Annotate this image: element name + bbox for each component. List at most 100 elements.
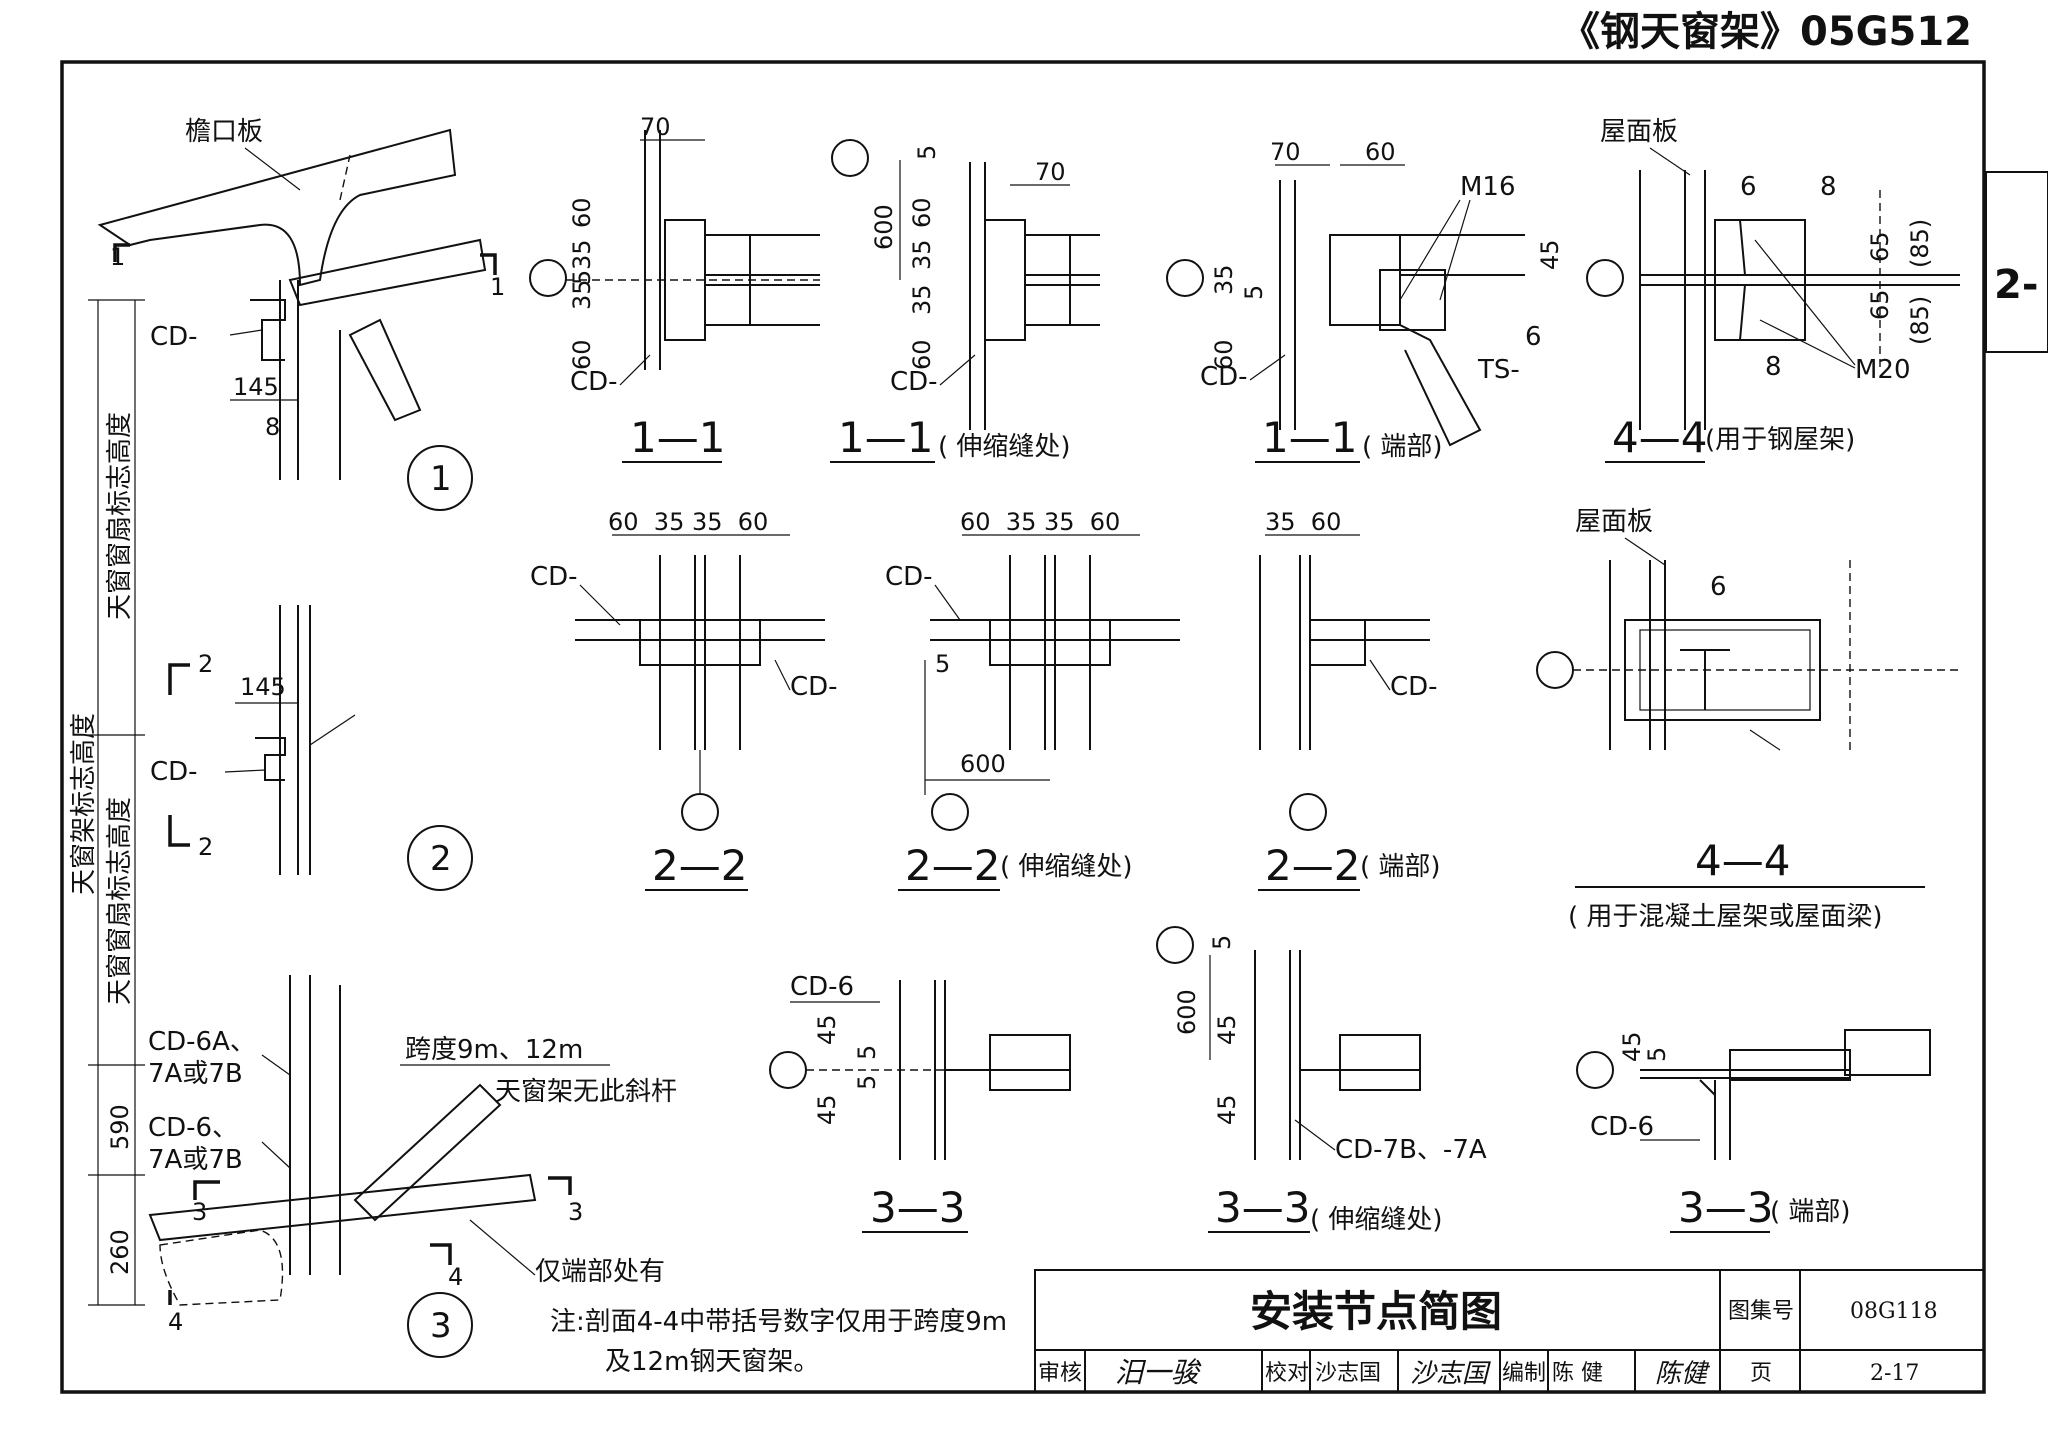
cd-label-1: CD- — [150, 322, 198, 352]
no-brace-note: 天窗架无此斜杆 — [495, 1077, 677, 1107]
dim-5a: 5 — [853, 1045, 881, 1060]
cd-label: CD-6 — [1590, 1112, 1654, 1142]
dim-45: 45 — [1618, 1031, 1646, 1062]
dim-65b: 65 — [1866, 289, 1894, 320]
section-label: 3—3 — [870, 1183, 965, 1232]
dim-65a: 65 — [1866, 231, 1894, 262]
drawing-title: 安装节点简图 — [1250, 1287, 1502, 1336]
dim-5b: 5 — [853, 1075, 881, 1090]
cd6-label: CD-6、 — [148, 1113, 238, 1143]
dim-85a: (85) — [1906, 219, 1934, 268]
section-caption: (用于钢屋架) — [1705, 425, 1855, 455]
dim-600: 600 — [870, 204, 898, 250]
check-sign: 沙志国 — [1410, 1359, 1491, 1389]
dim-45a: 45 — [813, 1014, 841, 1045]
dim-590: 590 — [106, 1104, 134, 1150]
weld-8b: 8 — [1765, 352, 1782, 382]
section-1-1: 70 60 35 5 35 60 CD- 1—1 — [529, 113, 820, 463]
dim-45: 45 — [1536, 239, 1564, 270]
section-label: 3—3 — [1215, 1183, 1310, 1232]
cd-label-b: CD- — [790, 672, 838, 702]
dim-60a: 60 — [568, 197, 596, 228]
roof-panel-label: 屋面板 — [1575, 507, 1653, 537]
dim-5: 5 — [935, 650, 950, 678]
section-label: 1—1 — [630, 413, 725, 462]
weld-6: 6 — [1740, 172, 1757, 202]
dim-35b: 35 — [908, 284, 936, 315]
dim-60b: 60 — [908, 339, 936, 370]
section-label: 2—2 — [1265, 841, 1360, 890]
dim-60b: 60 — [1210, 339, 1238, 370]
dim-85b: (85) — [1906, 296, 1934, 345]
check-label: 校对 — [1265, 1361, 1309, 1386]
dim-600: 600 — [1173, 989, 1201, 1035]
cd6a-label: CD-6A、 — [148, 1027, 256, 1057]
section-label: 1—1 — [838, 413, 933, 462]
dim-row: 60 35 35 60 — [608, 508, 768, 536]
cut-4-right: 4 — [448, 1263, 463, 1291]
page-label: 页 — [1750, 1361, 1772, 1386]
dim-35a: 35 — [908, 239, 936, 270]
section-3-3-joint: 5 600 45 45 CD-7B、-7A 3—3 ( 伸缩缝处) — [1156, 926, 1487, 1235]
section-4-4-concrete: 屋面板 6 4—4 ( 用于混凝土屋架或屋面梁) — [1536, 507, 1960, 932]
cd-label-a: CD- — [530, 562, 578, 592]
cd-label: CD- — [1200, 362, 1248, 392]
section-2-2: 60 35 35 60 CD- CD- 2—2 — [530, 508, 838, 891]
section-caption: ( 伸缩缝处) — [938, 432, 1071, 462]
dim-row: 35 60 — [1265, 508, 1341, 536]
dim-35a: 35 — [568, 239, 596, 270]
note-line-1: 注:剖面4-4中带括号数字仅用于跨度9m — [550, 1307, 1007, 1337]
section-caption: ( 端部) — [1362, 432, 1443, 462]
detail-marker-2-label: 2 — [430, 839, 452, 879]
note-line-2: 及12m钢天窗架。 — [605, 1347, 819, 1377]
cd-label: CD- — [890, 367, 938, 397]
section-1-1-end: 70 60 M16 45 35 5 60 6 TS- CD- 1—1 ( 端部) — [1166, 138, 1564, 463]
dim-45b: 45 — [1213, 1094, 1241, 1125]
section-caption: ( 用于混凝土屋架或屋面梁) — [1568, 902, 1883, 932]
cut-1-left: 1 — [110, 243, 125, 271]
weld-8: 8 — [1820, 172, 1837, 202]
edge-tab-label: 2- — [1994, 262, 2038, 308]
cd-label: CD- — [570, 367, 618, 397]
cut-3-left: 3 — [192, 1198, 207, 1226]
section-label: 4—4 — [1695, 836, 1790, 885]
atlas-no-label: 图集号 — [1728, 1299, 1794, 1324]
section-label: 2—2 — [905, 841, 1000, 890]
span-note: 跨度9m、12m — [405, 1035, 583, 1065]
section-label: 2—2 — [652, 841, 747, 890]
review-label: 审核 — [1038, 1361, 1082, 1386]
cut-4-left: 4 — [168, 1308, 183, 1336]
draw-label: 编制 — [1502, 1361, 1546, 1386]
section-caption: ( 伸缩缝处) — [1000, 852, 1133, 882]
cd6a-label-b: 7A或7B — [148, 1059, 243, 1089]
cd6-label-b: 7A或7B — [148, 1145, 243, 1175]
cd-label: CD- — [885, 562, 933, 592]
dim-5: 5 — [1208, 935, 1236, 950]
cut-1-right: 1 — [490, 273, 505, 301]
cd-label: CD-6 — [790, 972, 854, 1002]
dim-8: 8 — [265, 413, 280, 441]
weld-6: 6 — [1525, 322, 1542, 352]
check-name: 沙志国 — [1315, 1361, 1381, 1386]
dim-145: 145 — [233, 373, 279, 401]
cut-3-right: 3 — [568, 1198, 583, 1226]
detail-marker-2 — [407, 825, 473, 891]
section-label: 4—4 — [1612, 413, 1707, 462]
section-2-2-joint: 60 35 35 60 CD- 5 600 2—2 ( 伸缩缝处) — [885, 508, 1180, 891]
dim-5: 5 — [913, 145, 941, 160]
cd-label: CD-7B、-7A — [1335, 1135, 1487, 1165]
height-label-sash-bottom: 天窗窗扇标志高度 — [105, 797, 135, 1005]
draw-sign: 陈健 — [1655, 1359, 1711, 1389]
weld-6: 6 — [1710, 572, 1727, 602]
dim-145-b: 145 — [240, 673, 286, 701]
end-only-note: 仅端部处有 — [535, 1257, 665, 1287]
dim-45a: 45 — [1213, 1014, 1241, 1045]
dim-260: 260 — [106, 1229, 134, 1275]
page-no: 2-17 — [1870, 1361, 1919, 1386]
height-label-sash-top: 天窗窗扇标志高度 — [105, 412, 135, 620]
dim-5: 5 — [1240, 285, 1268, 300]
section-caption: ( 端部) — [1360, 852, 1441, 882]
cut-2-top: 2 — [198, 650, 213, 678]
detail-marker-1 — [407, 445, 473, 511]
